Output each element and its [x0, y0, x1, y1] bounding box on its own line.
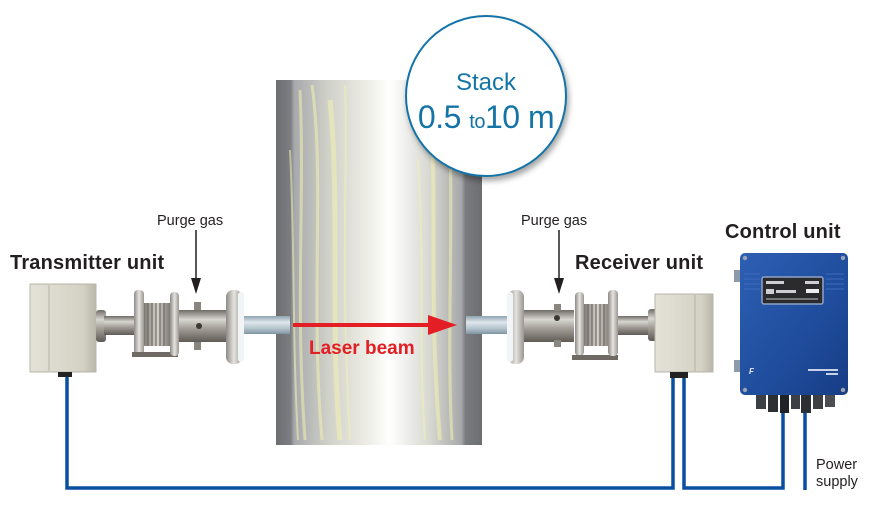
- power-supply-label: Power supply: [816, 457, 858, 491]
- control-unit-label: Control unit: [725, 221, 841, 243]
- purge-gas-arrow-right: [554, 230, 564, 294]
- transmitter-unit-label: Transmitter unit: [10, 252, 165, 274]
- stack-badge-range: 0.5 to10 m: [407, 99, 565, 136]
- transmitter-unit: [29, 283, 244, 377]
- control-unit: F: [734, 253, 848, 413]
- receiver-sight-tube: [466, 316, 518, 334]
- receiver-unit: [507, 290, 714, 378]
- power-supply-label-line2: supply: [816, 474, 858, 490]
- receiver-control-cable: [682, 372, 785, 490]
- laser-beam-label: Laser beam: [309, 338, 415, 359]
- cable-glands: [756, 395, 835, 413]
- stack-range-max: 10: [484, 99, 520, 135]
- stack-range-min: 0.5: [417, 99, 461, 135]
- transmitter-cable: [65, 372, 675, 490]
- stack-badge-title: Stack: [455, 69, 517, 96]
- stack-range-unit: m: [527, 99, 555, 135]
- transmitter-sight-tube: [240, 316, 290, 334]
- purge-gas-label-right: Purge gas: [521, 213, 588, 229]
- receiver-box: [654, 293, 714, 373]
- control-unit-logo: F: [749, 367, 755, 376]
- laser-beam-arrow: [293, 315, 457, 335]
- stack-range-separator: to: [469, 111, 485, 133]
- stack-length-badge: Stack 0.5 to10 m: [405, 15, 567, 177]
- signal-cables: [65, 372, 807, 490]
- purge-gas-label-left: Purge gas: [157, 213, 224, 229]
- purge-gas-arrow-left: [191, 230, 201, 294]
- power-supply-label-line1: Power: [816, 457, 858, 473]
- transmitter-box: [29, 283, 97, 373]
- receiver-unit-label: Receiver unit: [575, 252, 704, 274]
